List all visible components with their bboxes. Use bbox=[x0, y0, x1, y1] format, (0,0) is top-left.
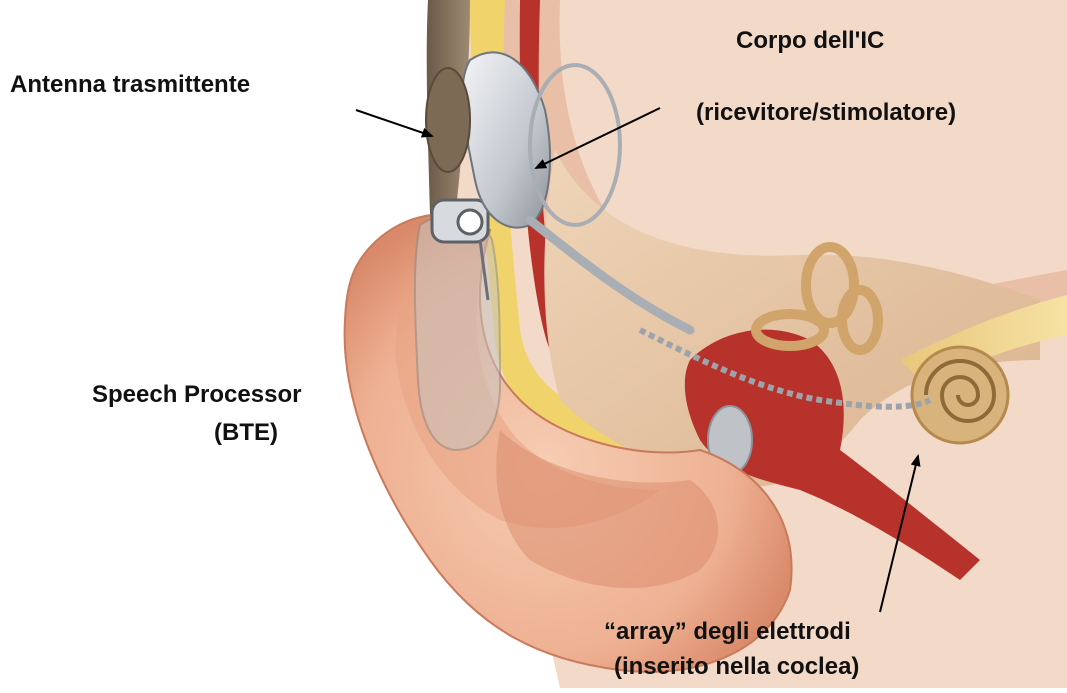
speech-processor-sublabel: (BTE) bbox=[214, 418, 278, 448]
implant-body-label: Corpo dell'IC bbox=[736, 26, 884, 56]
bte-processor-shape bbox=[415, 216, 500, 450]
arrow-antenna bbox=[356, 110, 432, 136]
antenna-disc bbox=[426, 68, 470, 172]
speech-processor-label: Speech Processor bbox=[92, 380, 301, 410]
antenna-label: Antenna trasmittente bbox=[10, 70, 250, 100]
electrode-array-label: “array” degli elettrodi bbox=[604, 617, 851, 647]
electrode-array-sublabel: (inserito nella coclea) bbox=[614, 652, 859, 682]
cochlea bbox=[912, 347, 1008, 443]
implant-body-sublabel: (ricevitore/stimolatore) bbox=[696, 98, 956, 128]
